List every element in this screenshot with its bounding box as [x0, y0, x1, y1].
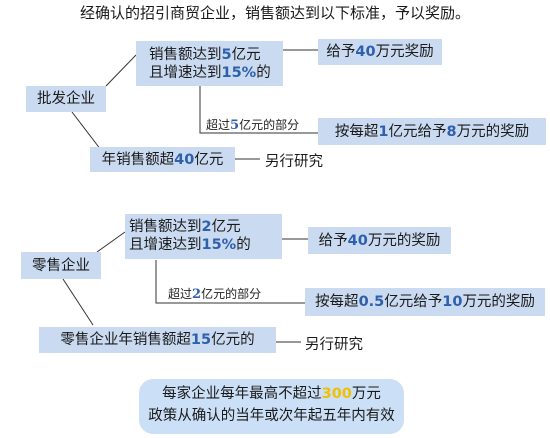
connector-wholesale-excess-bracket	[199, 86, 318, 134]
connector-wholesale-to-condition	[105, 54, 137, 87]
retail-excess-note: 超过2亿元的部分	[168, 287, 262, 302]
wholesale-condition-line2: 且增速达到15%的	[149, 65, 271, 81]
retail-condition-line1: 销售额达到2亿元	[129, 219, 241, 235]
connector-retail-excess-bracket	[155, 260, 305, 304]
retail-condition-line2: 且增速达到15%的	[129, 237, 251, 253]
page-heading: 经确认的招引商贸企业，销售额达到以下标准，予以奖励。	[79, 4, 470, 22]
wholesale-reward-text: 给予40万元奖励	[326, 44, 434, 60]
policy-note: 每家企业每年最高不超过300万元 政策从确认的当年或次年起五年内有效	[139, 379, 404, 434]
retail-extra-reward-node: 按每超0.5亿元给予10万元的奖励	[305, 288, 545, 316]
retail-other-text: 另行研究	[305, 337, 363, 353]
wholesale-condition-node: 销售额达到5亿元 且增速达到15%的	[136, 41, 283, 86]
wholesale-root-node: 批发企业	[26, 86, 106, 112]
wholesale-extra-reward-text: 按每超1亿元给予8万元的奖励	[334, 123, 530, 140]
connector-wholesale-to-annual	[71, 111, 102, 151]
wholesale-other-text: 另行研究	[265, 154, 323, 170]
retail-reward-text: 给予40万元的奖励	[318, 232, 441, 249]
wholesale-reward-node: 给予40万元奖励	[318, 39, 442, 65]
retail-condition-node: 销售额达到2亿元 且增速达到15%的	[125, 214, 282, 259]
retail-reward-node: 给予40万元的奖励	[308, 227, 451, 254]
retail-extra-reward-text: 按每超0.5亿元给予10万元的奖励	[315, 294, 535, 310]
retail-root-label: 零售企业	[32, 257, 90, 274]
connector-retail-to-annual	[62, 278, 94, 326]
retail-annual-node: 零售企业年销售额超15亿元的	[39, 327, 276, 353]
wholesale-excess-note: 超过5亿元的部分	[206, 118, 300, 133]
retail-annual-text: 零售企业年销售额超15亿元的	[60, 332, 255, 348]
wholesale-extra-reward-node: 按每超1亿元给予8万元的奖励	[318, 118, 546, 145]
retail-root-node: 零售企业	[21, 252, 101, 279]
wholesale-annual-text: 年销售额超40亿元	[101, 151, 224, 168]
policy-line2: 政策从确认的当年或次年起五年内有效	[148, 408, 395, 424]
wholesale-condition-line1: 销售额达到5亿元	[149, 47, 261, 63]
wholesale-annual-node: 年销售额超40亿元	[90, 147, 235, 172]
connector-retail-to-condition	[96, 231, 126, 253]
wholesale-root-label: 批发企业	[37, 91, 95, 107]
policy-line1: 每家企业每年最高不超过300万元	[162, 386, 381, 402]
